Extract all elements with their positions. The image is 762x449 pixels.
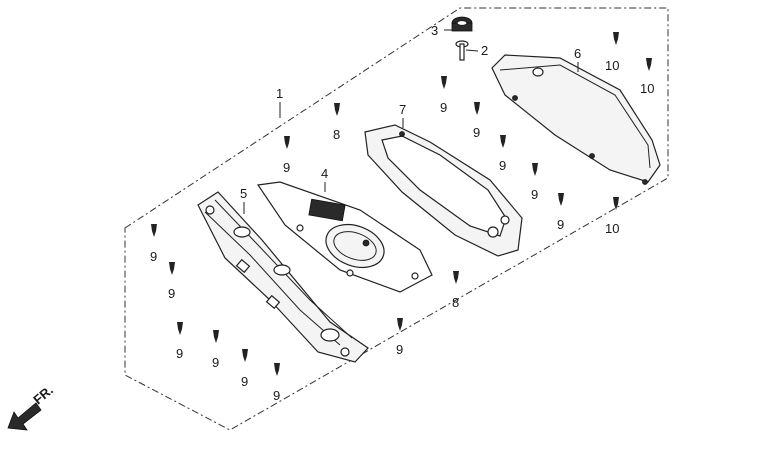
label-screw-9-c: 9 <box>473 125 480 140</box>
label-screw-9-j: 9 <box>212 355 219 370</box>
label-screw-8-lower: 8 <box>452 295 459 310</box>
label-part-3: 3 <box>431 23 438 38</box>
label-screw-9-h: 9 <box>168 286 175 301</box>
label-screw-9-b: 9 <box>440 100 447 115</box>
part-7-visor-frame <box>364 124 523 257</box>
part-3-grommet <box>451 16 473 32</box>
label-part-4: 4 <box>321 166 328 181</box>
label-screw-10-b: 10 <box>640 81 654 96</box>
small-screws <box>151 32 652 376</box>
part-6-upper-cover <box>491 54 661 185</box>
part-5-lower-case <box>197 191 369 363</box>
label-screw-10-c: 10 <box>605 221 619 236</box>
label-screw-10-a: 10 <box>605 58 619 73</box>
label-screw-9-m: 9 <box>396 342 403 357</box>
label-part-1: 1 <box>276 86 283 101</box>
label-part-7: 7 <box>399 102 406 117</box>
label-screw-9-g: 9 <box>150 249 157 264</box>
arrow-down-left-icon <box>7 402 42 431</box>
front-direction-indicator: FR. <box>7 382 56 431</box>
label-part-5: 5 <box>240 186 247 201</box>
assembly-boundary <box>124 7 669 431</box>
label-screw-9-a: 9 <box>283 160 290 175</box>
label-part-6: 6 <box>574 46 581 61</box>
part-2-screw <box>455 40 469 61</box>
label-screw-8-upper: 8 <box>333 127 340 142</box>
front-direction-label: FR. <box>30 382 56 407</box>
part-4-dial-plate <box>256 181 433 293</box>
label-screw-9-l: 9 <box>273 388 280 403</box>
label-part-2: 2 <box>481 43 488 58</box>
label-screw-9-f: 9 <box>557 217 564 232</box>
label-screw-9-k: 9 <box>241 374 248 389</box>
label-screw-9-i: 9 <box>176 346 183 361</box>
leader-lines <box>243 29 579 214</box>
label-screw-9-e: 9 <box>531 187 538 202</box>
label-screw-9-d: 9 <box>499 158 506 173</box>
